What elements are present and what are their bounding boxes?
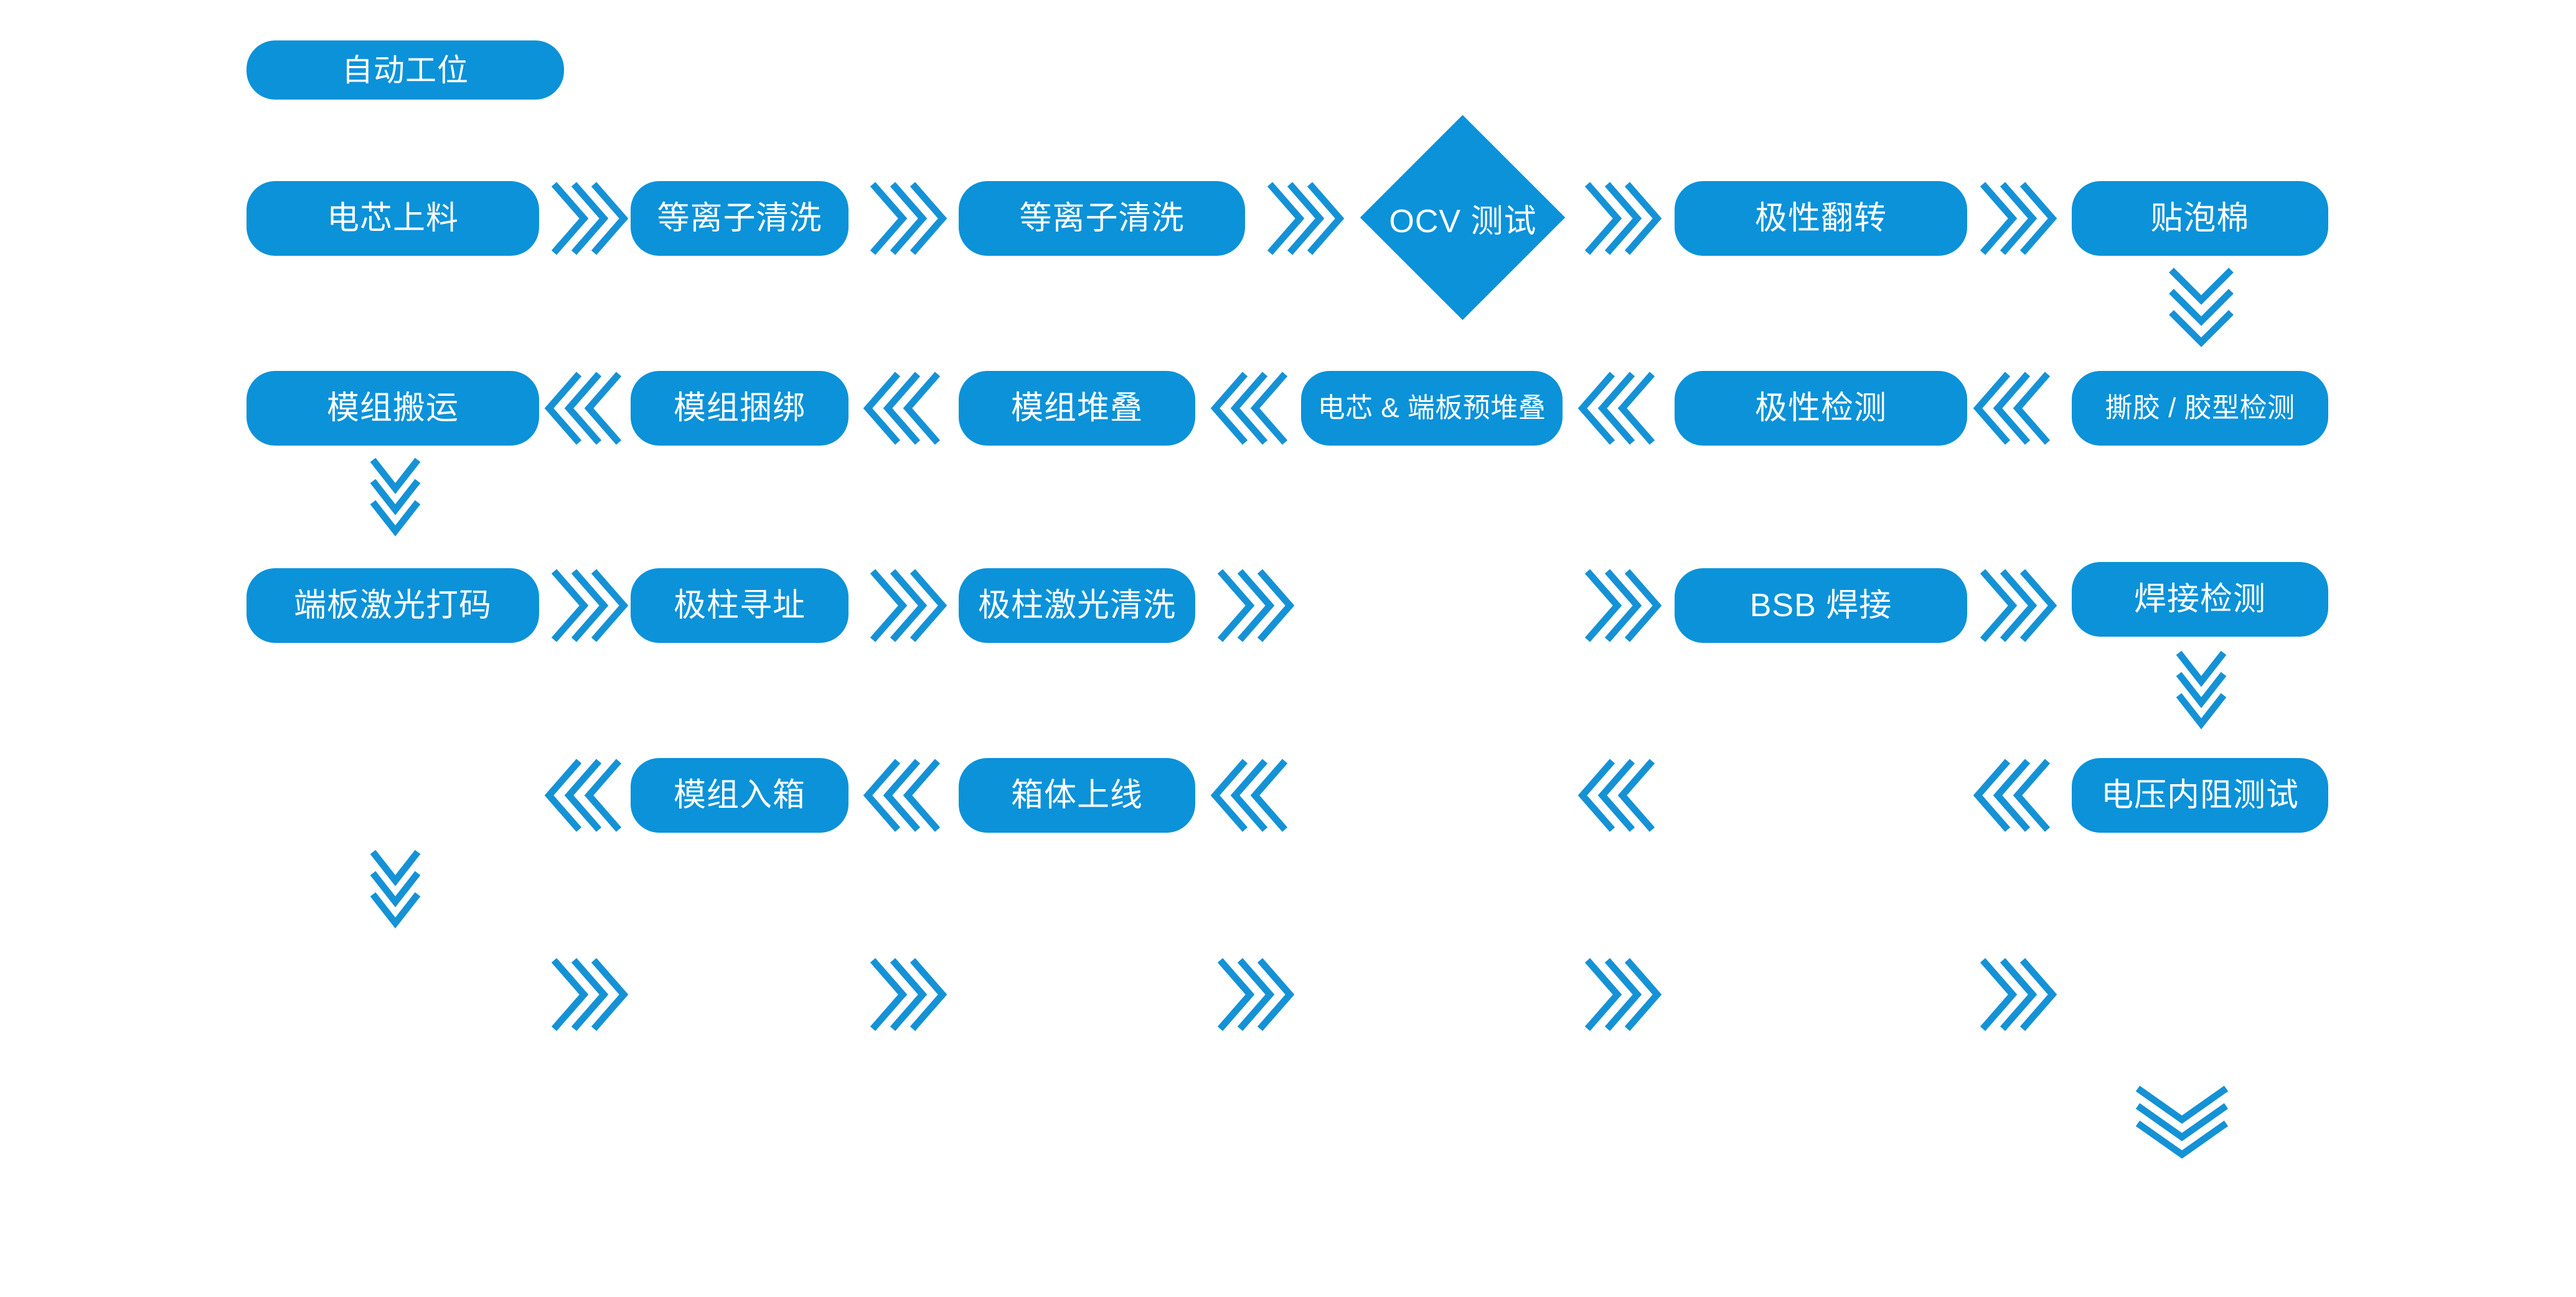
- node-label: BSB 焊接: [1749, 587, 1892, 624]
- node-label: 端板激光打码: [293, 587, 492, 624]
- connector-row4-c4-c3: [1210, 756, 1289, 835]
- node-row2-col2[interactable]: 模组捆绑: [631, 371, 848, 446]
- node-label: 极性检测: [1754, 390, 1887, 426]
- connector-col6-row5-exit-down: [2123, 1080, 2241, 1159]
- connector-row1-c4-c5: [1581, 179, 1662, 258]
- node-label: 箱体上线: [1010, 777, 1143, 813]
- node-label: 模组捆绑: [673, 390, 806, 426]
- node-row2-col5[interactable]: 极性检测: [1675, 371, 1967, 446]
- node-row3-col1[interactable]: 端板激光打码: [247, 568, 539, 643]
- node-row3-col3[interactable]: 极柱激光清洗: [959, 568, 1195, 643]
- connector-row4-c6-c5: [1973, 756, 2051, 835]
- node-row1-col3[interactable]: 等离子清洗: [959, 181, 1245, 256]
- node-label: 电芯 & 端板预堆叠: [1317, 392, 1546, 423]
- connector-row1-c3-c4: [1264, 179, 1345, 258]
- connector-row2-c5-c4: [1577, 369, 1656, 447]
- connector-row1-c5-c6: [1977, 179, 2057, 258]
- connector-row2-c6-c5: [1973, 369, 2051, 447]
- node-label: 电压内阻测试: [2100, 777, 2299, 813]
- connector-row5-c4-c5: [1581, 955, 1662, 1034]
- node-row3-col5[interactable]: BSB 焊接: [1675, 568, 1967, 643]
- node-label: 贴泡棉: [2150, 200, 2250, 236]
- node-label: 电芯上料: [326, 200, 459, 236]
- node-row4-col2[interactable]: 模组入箱: [631, 758, 848, 833]
- connector-col1-row2-row3-down: [346, 451, 445, 536]
- node-label: 等离子清洗: [1019, 200, 1185, 236]
- node-row2-col3[interactable]: 模组堆叠: [959, 371, 1195, 446]
- connector-row5-c5-c6: [1977, 955, 2057, 1034]
- node-row3-col2[interactable]: 极柱寻址: [631, 568, 848, 643]
- node-row4-col6[interactable]: 电压内阻测试: [2072, 758, 2328, 833]
- connector-row4-c3-c2: [863, 756, 941, 835]
- node-label: 等离子清洗: [657, 200, 822, 236]
- node-label: 极性翻转: [1754, 200, 1887, 236]
- node-row2-col6[interactable]: 撕胶 / 胶型检测: [2072, 371, 2328, 446]
- node-label: 模组入箱: [673, 777, 806, 813]
- node-label: 模组搬运: [326, 390, 459, 426]
- connector-row4-c5-c4: [1577, 756, 1656, 835]
- node-label: 极柱寻址: [673, 587, 806, 624]
- connector-row3-c5-c6: [1977, 566, 2057, 645]
- node-row1-col5[interactable]: 极性翻转: [1675, 181, 1967, 256]
- node-row2-col1[interactable]: 模组搬运: [247, 371, 539, 446]
- connector-row3-c1-c2: [548, 566, 629, 645]
- node-label: 极柱激光清洗: [977, 587, 1176, 624]
- connector-row2-c4-c3: [1210, 369, 1289, 447]
- connector-row4-c2-c1: [544, 756, 623, 835]
- connector-row5-c3-c4: [1214, 955, 1295, 1034]
- connector-row1-c2-c3: [867, 179, 947, 258]
- connector-row3-c3-c4: [1214, 566, 1295, 645]
- legend-chip-automatic-station: 自动工位: [247, 40, 564, 100]
- connector-row5-c1-c2: [548, 955, 629, 1034]
- connector-col6-row1-row2-down: [2151, 261, 2251, 347]
- node-row2-col4[interactable]: 电芯 & 端板预堆叠: [1301, 371, 1563, 446]
- node-label: 模组堆叠: [1010, 390, 1143, 426]
- node-row4-col3[interactable]: 箱体上线: [959, 758, 1195, 833]
- connector-row2-c3-c2: [863, 369, 941, 447]
- node-label: OCV 测试: [1389, 203, 1537, 240]
- node-row3-col6[interactable]: 焊接检测: [2072, 562, 2328, 637]
- node-row1-col2[interactable]: 等离子清洗: [631, 181, 848, 256]
- connector-row1-c1-c2: [548, 179, 629, 258]
- connector-row3-c4-c5: [1581, 566, 1662, 645]
- node-row1-col6[interactable]: 贴泡棉: [2072, 181, 2328, 256]
- connector-col1-row4-row5-down: [346, 843, 445, 929]
- node-row1-col4-diamond[interactable]: OCV 测试: [1360, 115, 1566, 321]
- node-label: 焊接检测: [2133, 581, 2266, 617]
- connector-row5-c2-c3: [867, 955, 947, 1034]
- node-row1-col1[interactable]: 电芯上料: [247, 181, 539, 256]
- node-label: 撕胶 / 胶型检测: [2105, 392, 2295, 423]
- connector-row3-c2-c3: [867, 566, 947, 645]
- legend-label: 自动工位: [342, 52, 469, 88]
- connector-col6-row3-row4-down: [2151, 644, 2251, 729]
- connector-row2-c2-c1: [544, 369, 623, 447]
